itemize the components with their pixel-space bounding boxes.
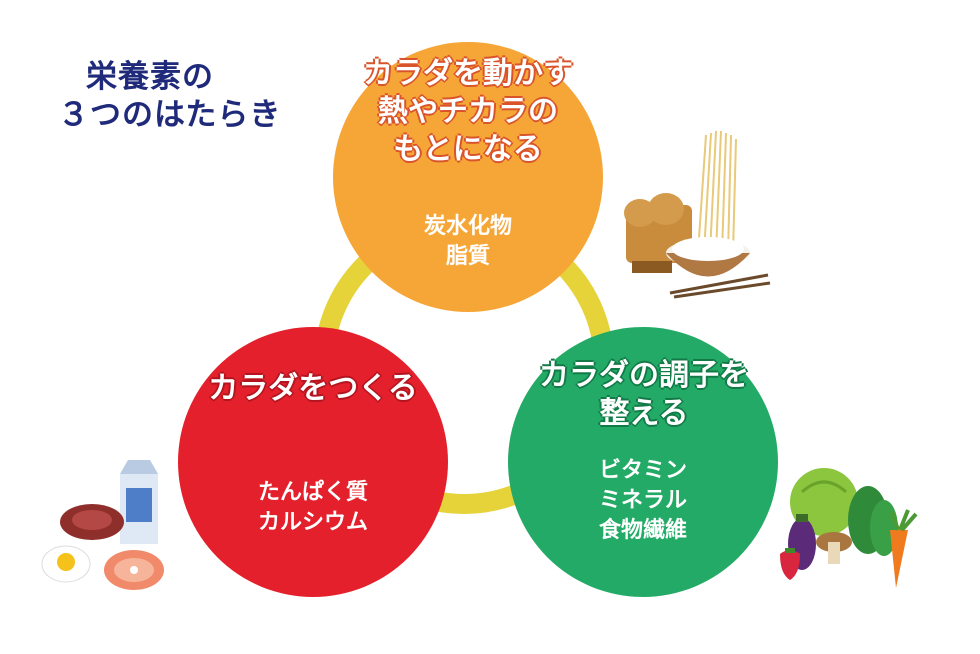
pasta-icon [697,130,737,254]
nutrient-label: ミネラル [598,488,687,513]
energy-role-line: カラダを動かす [363,56,573,91]
energy-nutrients: 炭水化物 脂質 [380,212,556,272]
fish-icon [104,550,164,590]
energy-role-text: カラダを動かす 熱やチカラの もとになる [327,55,609,169]
condition-role-line: カラダの調子を [539,358,749,393]
bread-icon [624,193,692,273]
body-condition-role-text: カラダの調子を 整える [500,357,788,433]
vegetables-illustration [780,468,918,588]
title-line-1: 栄養素の [86,59,214,95]
nutrient-label: 食物繊維 [598,518,687,543]
mushroom-icon [816,532,852,564]
meat-icon [60,504,124,540]
egg-icon [41,545,91,583]
body-condition-circle [508,327,778,597]
nutrient-label: ビタミン [598,458,687,483]
energy-role-line: もとになる [393,132,543,167]
chopsticks-icon [669,273,771,299]
body-condition-nutrients: ビタミン ミネラル 食物繊維 [548,456,738,546]
body-building-circle [178,327,448,597]
body-building-role-text: カラダをつくる [178,370,448,408]
rice-bowl-icon [666,237,750,277]
body-role-line: カラダをつくる [208,371,418,406]
title-line-2: ３つのはたらき [58,97,282,133]
energy-circle [333,42,603,312]
diagram-title: 栄養素の ３つのはたらき [58,58,308,134]
nutrient-label: 炭水化物 [423,214,512,239]
nutrient-label: カルシウム [257,510,368,535]
nutrient-label: たんぱく質 [257,480,368,505]
nutrient-label: 脂質 [445,244,490,269]
energy-role-line: 熱やチカラの [378,94,558,129]
meat-fish-egg-milk-illustration [41,460,164,590]
bread-rice-pasta-illustration [624,130,771,299]
milk-carton-icon [120,460,158,544]
spinach-icon [848,486,898,556]
body-building-nutrients: たんぱく質 カルシウム [218,478,408,538]
condition-role-line: 整える [599,396,689,431]
carrot-icon [890,509,918,588]
strawberry-icon [780,548,800,580]
